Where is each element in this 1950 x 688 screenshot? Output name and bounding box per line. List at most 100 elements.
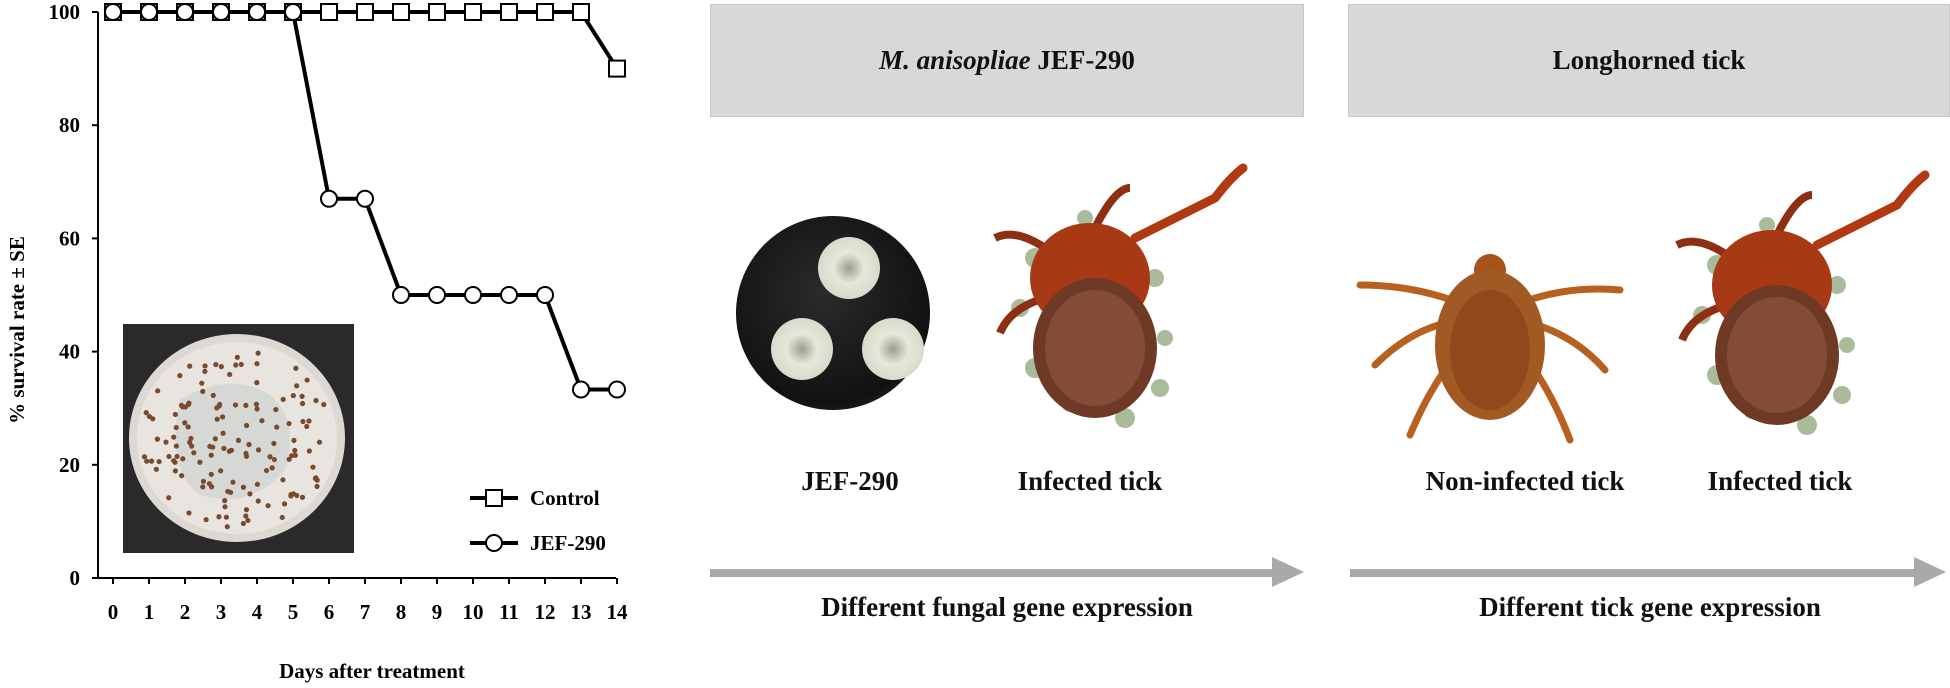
data-point-control [500,3,518,21]
inset-tick-dot [227,371,233,378]
inset-tick-dot [173,443,180,449]
inset-tick-dot [220,430,226,436]
fungal-culture-plate [736,216,930,410]
x-tick-label: 10 [463,600,484,624]
inset-tick-dot [281,501,288,507]
inset-tick-dot [299,393,305,399]
inset-tick-dot [293,365,299,371]
x-tick-label: 12 [535,600,556,624]
x-tick-label: 7 [360,600,371,624]
caption-infected-tick-left: Infected tick [1017,466,1163,496]
inset-tick-dot [210,444,216,450]
tick-species-banner: Longhorned tick [1348,4,1950,117]
inset-tick-dot [280,396,286,402]
inset-tick-dot [280,477,286,483]
fungus-strain-banner: M. anisopliae JEF-290 [710,4,1304,117]
inset-tick-dot [156,458,162,465]
inset-tick-dot [182,420,188,426]
inset-tick-dot [221,445,227,451]
inset-tick-dot [238,361,244,368]
inset-tick-dot [265,503,271,509]
data-point-control [428,3,446,21]
inset-tick-plate-photo [123,324,354,553]
inset-tick-dot [202,368,208,375]
inset-tick-dot [271,440,277,447]
inset-tick-dot [155,388,161,394]
fungal-colony [862,318,924,380]
x-axis-label: Days after treatment [279,659,465,683]
inset-tick-dot [263,467,270,474]
data-point-jef-290 [140,3,158,21]
inset-tick-dot [143,410,149,416]
data-point-control [392,3,410,21]
inset-tick-dot [185,401,192,408]
x-tick-label: 6 [324,600,335,624]
inset-tick-dot [173,424,179,431]
inset-tick-dot [230,479,236,485]
data-point-jef-290 [428,286,446,304]
strain-name: JEF-290 [1030,45,1135,75]
inset-tick-dot [219,414,226,420]
inset-tick-dot [269,465,275,471]
data-point-jef-290 [500,286,518,304]
x-tick-label: 0 [108,600,119,624]
data-point-control [464,3,482,21]
inset-tick-dot [291,437,297,444]
inset-tick-dot [223,514,229,520]
data-point-control [536,3,554,21]
fungal-colony [771,318,833,380]
inset-tick-dot [208,471,214,477]
inset-tick-dot [299,400,306,407]
data-point-jef-290 [320,189,338,208]
inset-tick-dot [146,413,153,420]
inset-tick-dot [286,456,292,462]
inset-tick-dot [166,495,172,501]
species-name: M. anisopliae [879,45,1031,75]
inset-tick-dot [224,524,230,530]
inset-tick-dot [300,418,306,425]
caption-non-infected-tick: Non-infected tick [1425,466,1625,496]
series-layer [104,3,626,399]
x-tick-label: 11 [499,600,519,624]
inset-tick-dot [186,510,192,516]
legend-marker [485,534,503,552]
inset-tick-dot [253,401,259,407]
y-tick-label: 60 [59,226,80,250]
inset-tick-dot [222,504,228,510]
inset-tick-dot [197,459,203,465]
y-axis-label: % survival rate ± SE [5,236,29,424]
inset-tick-dot [200,484,206,490]
inset-tick-dot [178,402,185,408]
inset-tick-dot [279,514,285,521]
legend-marker [485,489,503,507]
data-point-jef-290 [608,380,626,399]
inset-tick-dot [255,447,262,453]
inset-tick-dot [289,453,295,459]
inset-tick-dot [243,507,250,513]
inset-tick-dot [321,401,327,408]
inset-tick-dot [306,448,312,454]
data-point-jef-290 [392,286,410,304]
right-arrow-label: Different tick gene expression [1479,592,1821,622]
inset-tick-dot [177,373,183,379]
inset-tick-dot [188,435,194,442]
inset-tick-dot [313,397,319,404]
inset-tick-dot [294,383,300,389]
inset-tick-dot [245,517,251,524]
fungal-colony [818,237,880,299]
inset-tick-dot [243,450,249,456]
inset-tick-dot [210,392,216,398]
x-tick-label: 9 [432,600,443,624]
inset-tick-dot [172,459,178,465]
inset-tick-dot [255,350,261,356]
data-point-jef-290 [212,3,230,21]
data-point-jef-290 [536,286,554,304]
inset-tick-dot [274,424,280,430]
inset-tick-dot [225,488,231,495]
y-tick-label: 0 [70,566,81,590]
data-point-jef-290 [464,286,482,304]
inset-tick-dot [304,423,310,430]
inset-tick-dot [271,456,277,463]
inset-tick-dot [247,491,253,497]
